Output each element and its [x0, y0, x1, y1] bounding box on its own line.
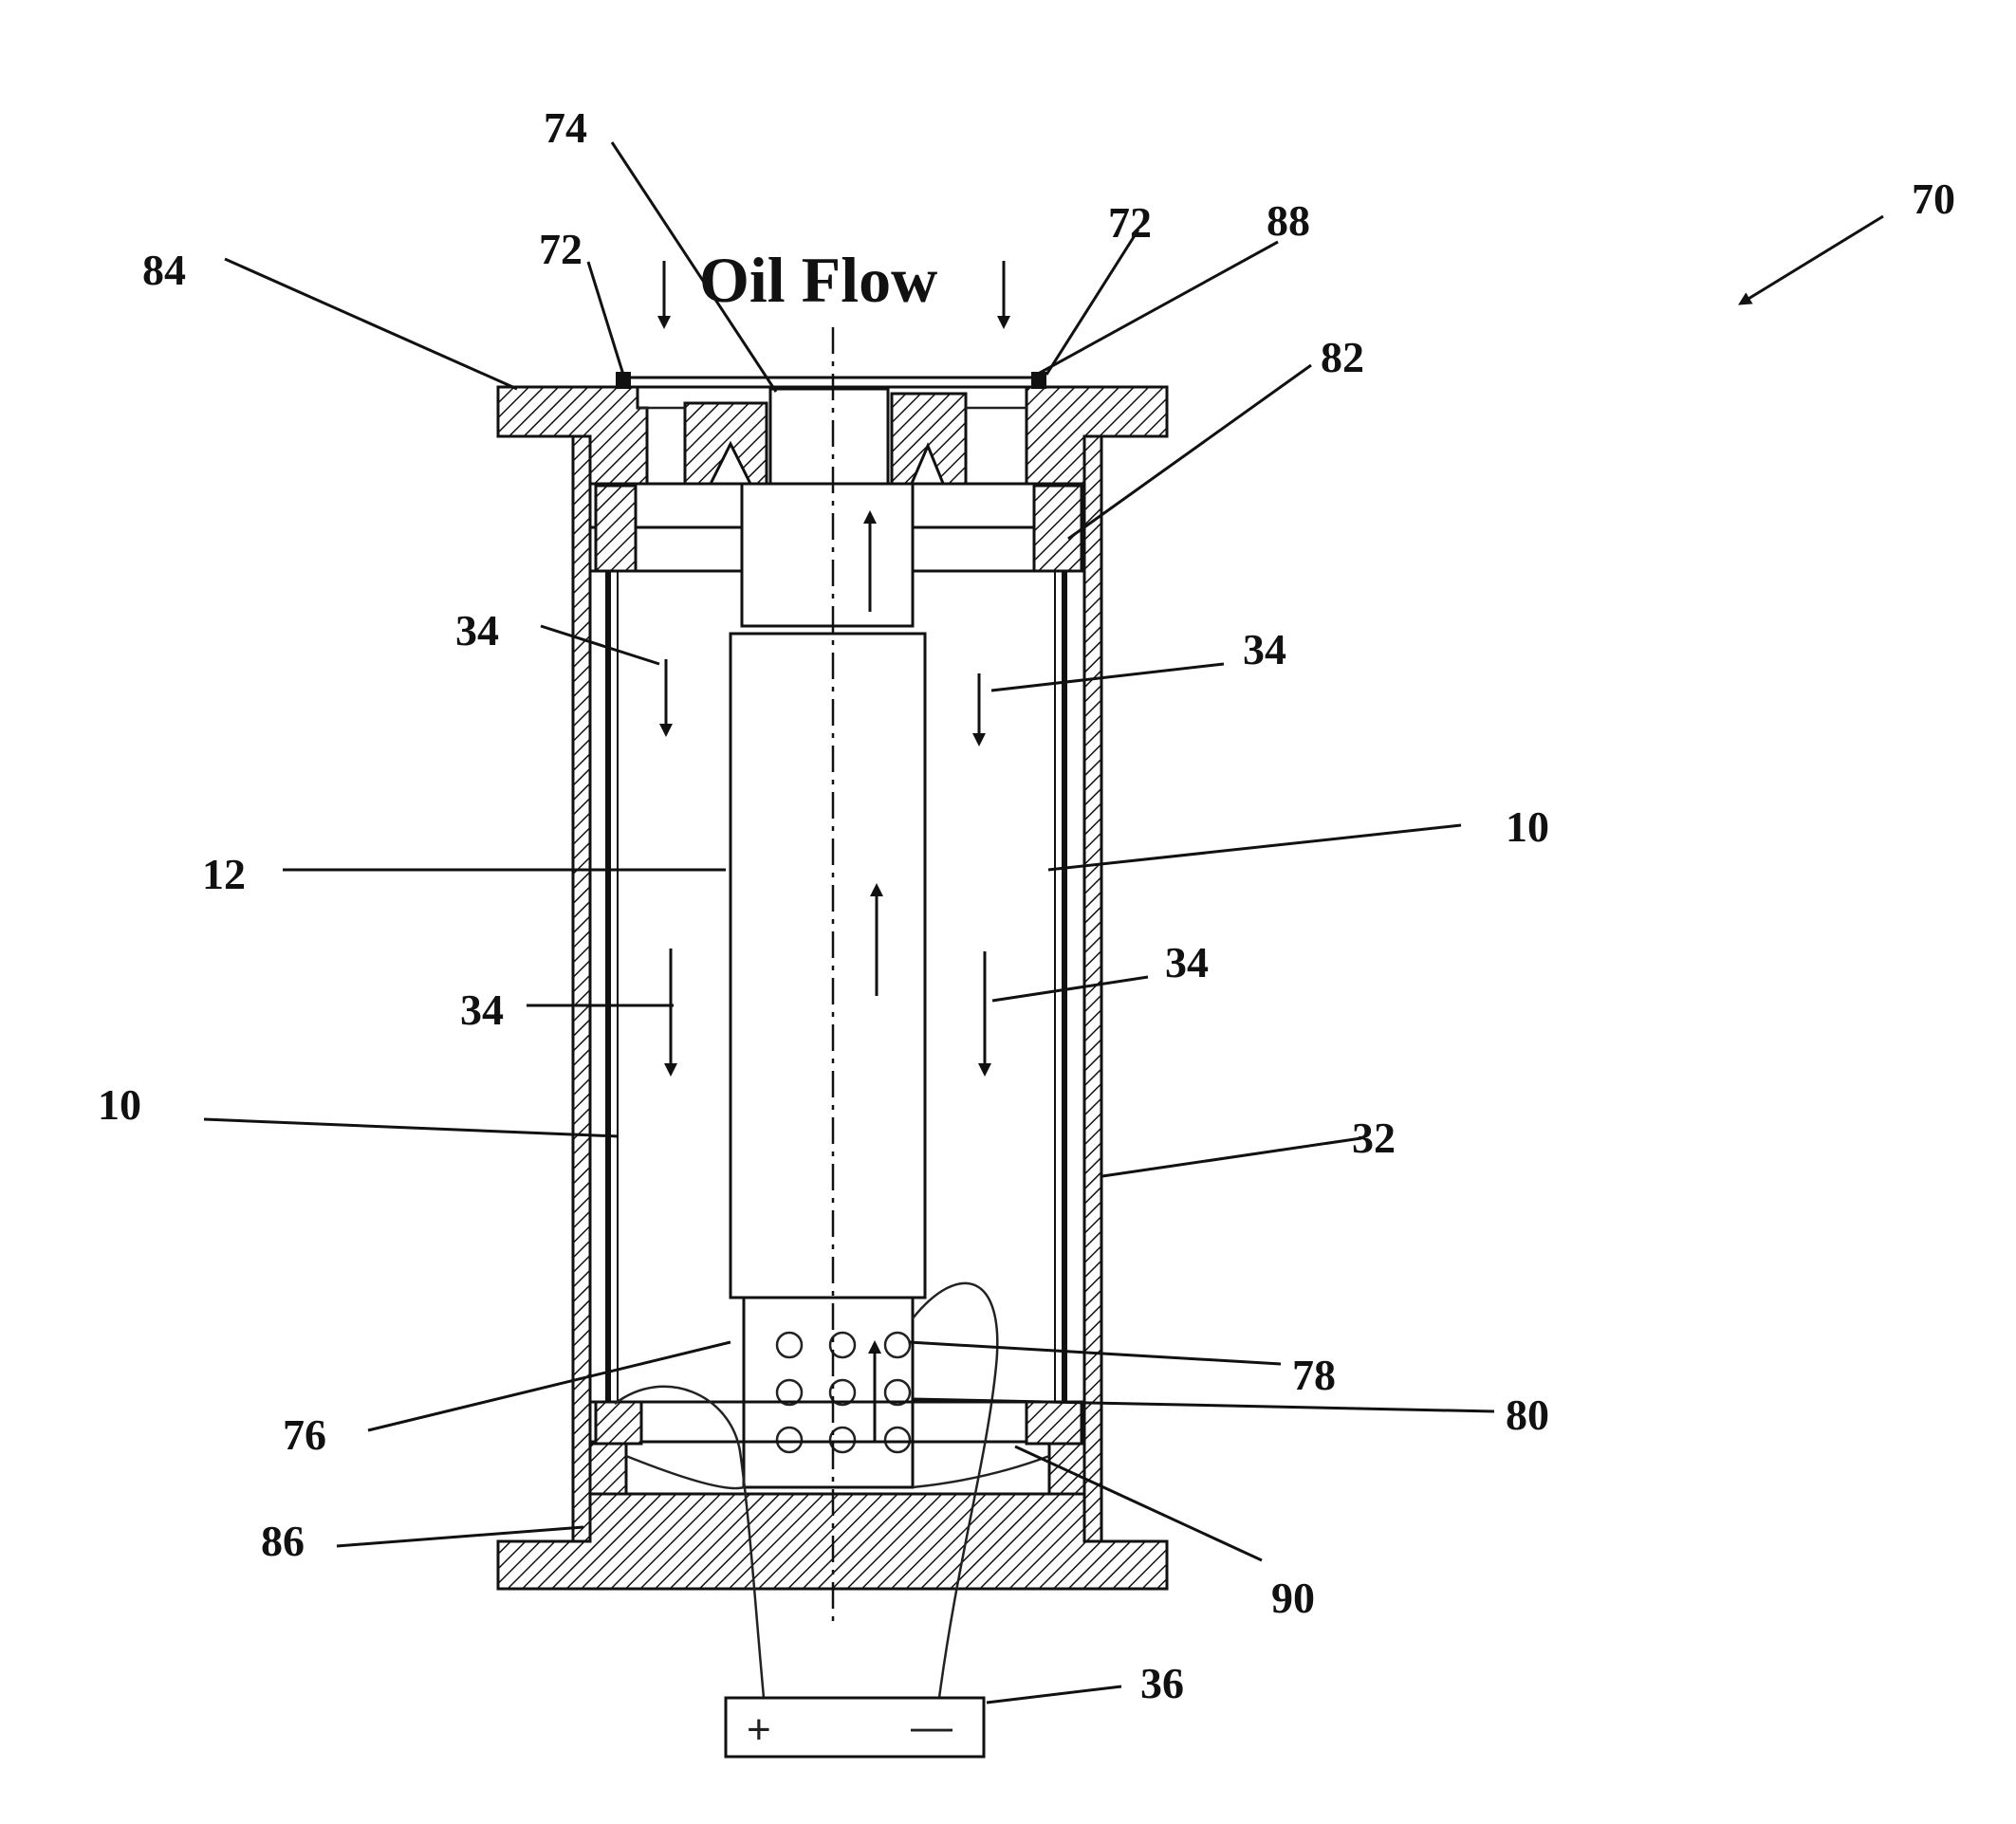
power-source: + — [726, 1698, 984, 1757]
label-86: 86 [261, 1517, 305, 1565]
label-32: 32 [1352, 1114, 1396, 1162]
reference-numerals: 70 74 72 72 88 84 82 34 34 12 10 34 34 1… [98, 103, 1955, 1707]
label-80: 80 [1506, 1391, 1549, 1439]
positive-terminal: + [747, 1706, 771, 1753]
label-90: 90 [1271, 1574, 1315, 1622]
label-12: 12 [202, 850, 246, 898]
label-88: 88 [1267, 196, 1310, 245]
label-72-right: 72 [1108, 198, 1152, 247]
label-36: 36 [1140, 1659, 1184, 1707]
negative-terminal: — [911, 1704, 953, 1750]
label-34-lower-right: 34 [1165, 938, 1209, 986]
label-74: 74 [544, 103, 587, 152]
diagram-title: Oil Flow [699, 244, 937, 316]
label-70: 70 [1912, 175, 1955, 223]
label-76: 76 [283, 1410, 326, 1459]
central-electrode [731, 634, 925, 1487]
label-82: 82 [1321, 333, 1364, 381]
upper-seal-ring [590, 484, 1083, 626]
label-34-upper-right: 34 [1243, 625, 1286, 673]
label-78: 78 [1292, 1351, 1336, 1399]
label-72-left: 72 [539, 225, 583, 273]
label-10-right: 10 [1506, 802, 1549, 851]
label-10-left: 10 [98, 1080, 141, 1129]
label-34-lower-left: 34 [460, 986, 504, 1034]
label-84: 84 [142, 246, 186, 294]
label-34-upper-left: 34 [455, 606, 499, 654]
